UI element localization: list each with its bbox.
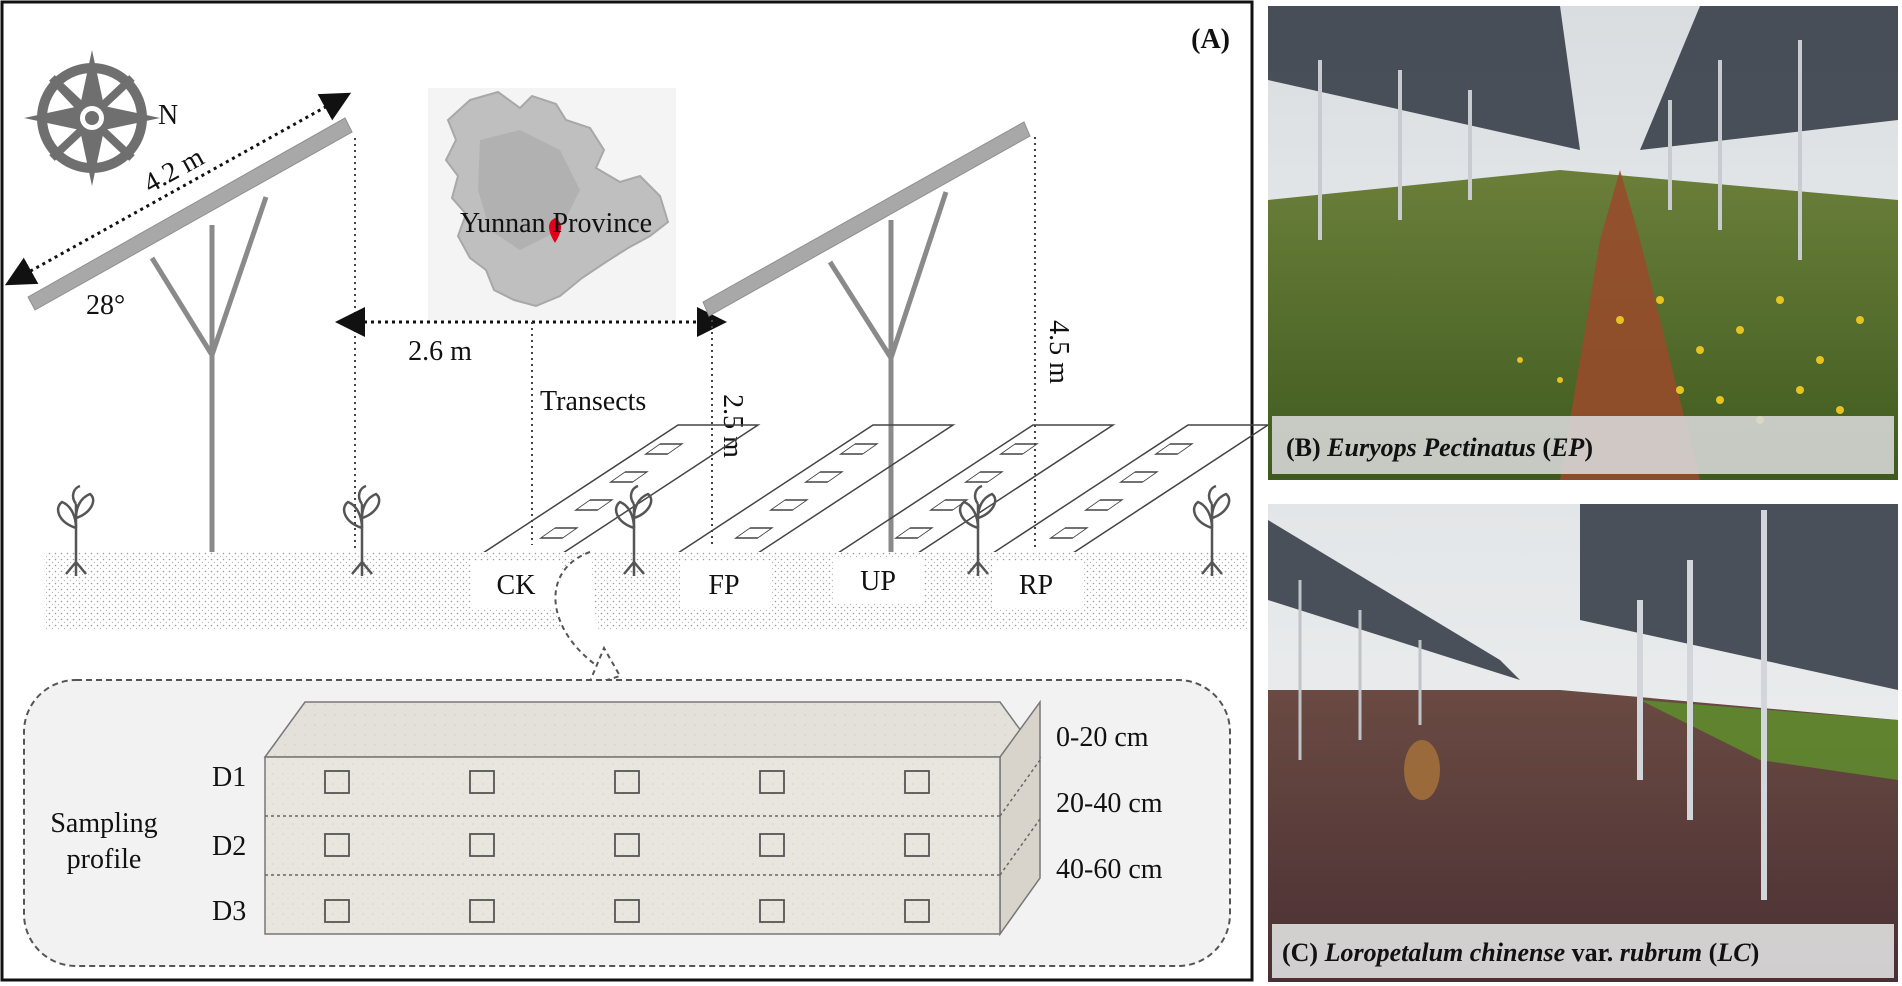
sample-quadrats: [538, 443, 1194, 539]
yunnan-map: [428, 88, 676, 320]
caption-c-abbr: LC: [1716, 938, 1751, 967]
caption-c-var: var.: [1565, 938, 1620, 967]
photo-b-path: [1560, 170, 1700, 480]
panel-length-dimension: [4, 92, 352, 286]
photo-b-flowers: [1517, 296, 1864, 424]
sampling-profile-label-line2: profile: [67, 844, 142, 875]
caption-c-paren-close: ): [1751, 938, 1760, 967]
label-bg: [472, 562, 562, 608]
photo-b-right-array: [1640, 6, 1898, 150]
depth-range-2-label: 20-40 cm: [1056, 788, 1163, 819]
caption-c-species: Loropetalum chinense: [1324, 938, 1566, 967]
panel-b-photo: (B) Euryops Pectinatus (EP): [1268, 6, 1898, 480]
photo-c-right-array: [1580, 504, 1898, 690]
position-up-label: UP: [860, 566, 896, 597]
caption-c-paren-open: (: [1702, 938, 1717, 967]
row-spacing-label: 2.6 m: [408, 336, 472, 367]
ck-to-profile-arrow: [554, 551, 601, 669]
photo-c-caption: (C) Loropetalum chinense var. rubrum (LC…: [1282, 938, 1759, 967]
caption-c-variety: rubrum: [1620, 938, 1702, 967]
depth-d2-label: D2: [212, 831, 246, 862]
panel-c-photo: (C) Loropetalum chinense var. rubrum (LC…: [1268, 504, 1898, 982]
photo-c-left-array: [1268, 520, 1520, 680]
depth-range-1-label: 0-20 cm: [1056, 722, 1149, 753]
sampling-profile-label-line1: Sampling: [50, 808, 157, 839]
caption-b-prefix: (B): [1286, 433, 1327, 462]
photo-b-ground: [1268, 170, 1898, 480]
position-fp-label: FP: [708, 570, 739, 601]
sampling-quadrats-grid: [324, 770, 930, 923]
caption-b-species: Euryops Pectinatus: [1326, 433, 1536, 462]
photo-c-person: [1404, 740, 1440, 800]
position-ck-label: CK: [497, 570, 536, 601]
right-pv-structure: [702, 121, 1031, 553]
photo-b-caption: (B) Euryops Pectinatus (EP): [1286, 433, 1593, 462]
label-bg: [992, 562, 1082, 608]
panel-a-label: (A): [1191, 24, 1230, 55]
panel-a: (A) N 4.2 m 28°: [0, 0, 1271, 982]
position-rp-label: RP: [1019, 570, 1053, 601]
compass-north-label: N: [158, 100, 178, 131]
arrow-head-icon: [586, 645, 622, 688]
photo-c-caption-bg: [1272, 924, 1894, 978]
photo-c-left-posts: [1298, 580, 1422, 760]
front-height-label: 2.5 m: [717, 394, 748, 458]
photo-b-posts: [1318, 40, 1802, 260]
caption-c-prefix: (C): [1282, 938, 1325, 967]
caption-b-abbr: EP: [1550, 433, 1585, 462]
caption-b-paren-open: (: [1536, 433, 1551, 462]
map-label: Yunnan Province: [460, 208, 652, 239]
transects-label: Transects: [540, 386, 646, 417]
photo-c-green-row: [1640, 700, 1898, 780]
soil-block: [263, 699, 1042, 937]
location-pin-icon: [549, 218, 561, 243]
depth-range-3-label: 40-60 cm: [1056, 854, 1163, 885]
label-bg: [833, 558, 923, 604]
depth-d3-label: D3: [212, 896, 246, 927]
label-bg: [680, 562, 770, 608]
caption-b-paren-close: ): [1584, 433, 1593, 462]
seedling-icons: [56, 484, 1231, 576]
photo-b-left-array: [1268, 6, 1580, 150]
photo-c-posts: [1637, 510, 1767, 900]
tilt-angle-label: 28°: [86, 290, 125, 321]
depth-d1-label: D1: [212, 762, 246, 793]
photo-b-caption-bg: [1272, 416, 1894, 474]
back-height-label: 4.5 m: [1043, 320, 1074, 384]
